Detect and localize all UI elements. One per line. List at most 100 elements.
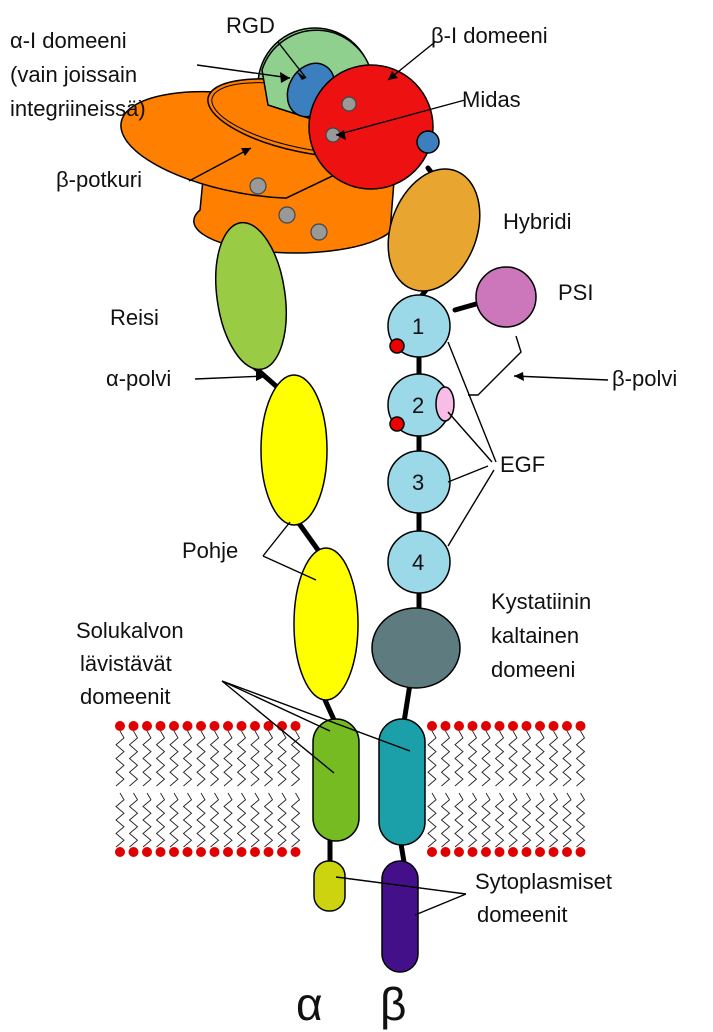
lipid-head <box>549 721 559 731</box>
cystatin-label-line1: Kystatiinin <box>491 589 591 614</box>
lipid-head <box>468 847 478 857</box>
lipid-tail <box>563 731 571 786</box>
lipid-head <box>183 721 193 731</box>
calf-1-domain <box>261 375 327 525</box>
lipid-head <box>427 847 437 857</box>
hybrid-label: Hybridi <box>503 209 571 234</box>
lipid-tail <box>278 731 286 786</box>
lipid-head <box>441 721 451 731</box>
lipid-head <box>522 721 532 731</box>
lipid-tail <box>116 731 124 786</box>
lipid-head <box>291 847 301 857</box>
lipid-tail <box>292 793 300 847</box>
lipid-tail <box>563 793 571 847</box>
lipid-tail <box>238 793 246 847</box>
lipid-head <box>156 847 166 857</box>
lipid-head <box>115 721 125 731</box>
lipid-tail <box>428 793 436 847</box>
lipid-head <box>237 847 247 857</box>
lipid-tail <box>157 793 165 847</box>
lipid-tail <box>509 731 517 786</box>
lipid-tail <box>550 731 558 786</box>
lipid-tail <box>130 793 138 847</box>
lipid-tail <box>238 731 246 786</box>
lipid-tail <box>116 793 124 847</box>
lipid-tail <box>184 793 192 847</box>
lipid-head <box>223 847 233 857</box>
rgd-label: RGD <box>226 13 275 38</box>
alpha-cytoplasmic-domain <box>314 861 345 911</box>
lipid-tail <box>278 793 286 847</box>
lipid-tail <box>469 793 477 847</box>
lipid-head <box>454 847 464 857</box>
lipid-tail <box>509 793 517 847</box>
lipid-tail <box>523 731 531 786</box>
lipid-tail <box>143 731 151 786</box>
calf-2-domain <box>294 548 358 700</box>
lipid-head <box>522 847 532 857</box>
lipid-head <box>468 721 478 731</box>
egf-1-red-dot <box>390 339 404 353</box>
cystatin-like-domain <box>372 608 460 688</box>
lipid-tail <box>184 731 192 786</box>
cytoplasmic-label-line1: Sytoplasmiset <box>475 869 612 894</box>
lipid-head <box>427 721 437 731</box>
egf-2-number: 2 <box>412 393 424 418</box>
lipid-tail <box>577 793 585 847</box>
lipid-tail <box>251 731 259 786</box>
lipid-head <box>210 847 220 857</box>
lipid-tail <box>469 731 477 786</box>
beta-i-small-blue <box>417 131 439 153</box>
lipid-head <box>277 847 287 857</box>
lipid-tail <box>442 793 450 847</box>
lipid-head <box>454 721 464 731</box>
lipid-head <box>562 721 572 731</box>
lipid-head <box>562 847 572 857</box>
lipid-head <box>142 847 152 857</box>
lipid-tail <box>496 793 504 847</box>
beta-knee-label: β-polvi <box>612 366 677 391</box>
lipid-head <box>549 847 559 857</box>
lipid-tail <box>130 731 138 786</box>
lipid-tail <box>482 731 490 786</box>
lipid-head <box>169 721 179 731</box>
psi-label: PSI <box>558 280 593 305</box>
lipid-tail <box>211 731 219 786</box>
lipid-head <box>115 847 125 857</box>
midas-label: Midas <box>462 87 521 112</box>
lipid-head <box>129 721 139 731</box>
lipid-head <box>535 847 545 857</box>
lipid-tail <box>224 731 232 786</box>
beta-propeller-label: β-potkuri <box>56 167 142 192</box>
lipid-tail <box>224 793 232 847</box>
alpha-subunit-label: α <box>296 978 323 1030</box>
lipid-head <box>142 721 152 731</box>
lipid-head <box>291 721 301 731</box>
beta-cytoplasmic-domain <box>382 861 418 972</box>
lipid-head <box>535 721 545 731</box>
lipid-tail <box>482 793 490 847</box>
cystatin-label-line2: kaltainen <box>491 623 579 648</box>
calf-label: Pohje <box>182 538 238 563</box>
beta-i-domain-label: β-I domeeni <box>431 23 548 48</box>
lipid-tail <box>428 731 436 786</box>
lipid-head <box>129 847 139 857</box>
lipid-head <box>196 847 206 857</box>
lipid-head <box>508 721 518 731</box>
egf-4-number: 4 <box>412 550 424 575</box>
lipid-head <box>576 847 586 857</box>
egf-2-red-dot <box>390 417 404 431</box>
alpha-i-domain-label-line1: α-I domeeni <box>10 28 127 53</box>
alpha-transmembrane-domain <box>313 719 359 841</box>
beta-i-domain <box>309 65 433 189</box>
cytoplasmic-label-line2: domeenit <box>477 902 568 927</box>
lipid-tail <box>211 793 219 847</box>
thigh-label: Reisi <box>110 305 159 330</box>
transmembrane-label-line3: domeenit <box>80 684 171 709</box>
lipid-tail <box>455 731 463 786</box>
lipid-tail <box>265 793 273 847</box>
lipid-head <box>250 721 260 731</box>
lipid-tail <box>197 731 205 786</box>
lipid-head <box>576 721 586 731</box>
